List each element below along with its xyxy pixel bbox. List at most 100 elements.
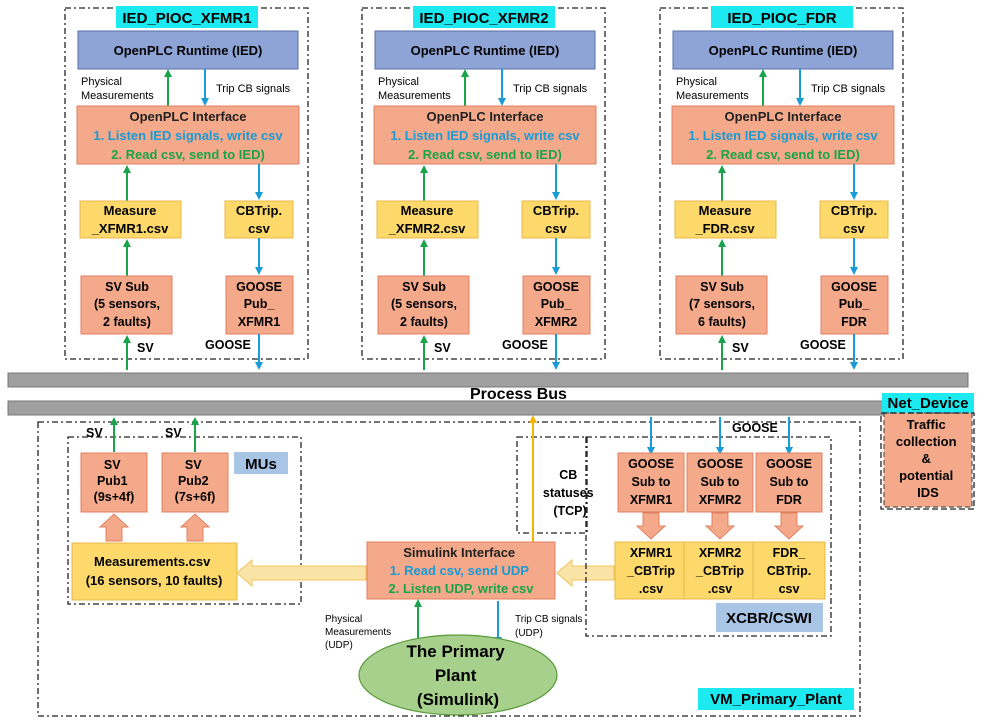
net-line-1: collection — [896, 434, 957, 449]
measure-line-1: _XFMR1.csv — [91, 221, 169, 236]
gsub-line-1: Sub to — [701, 475, 740, 489]
pub1-line-1: Pub1 — [97, 474, 128, 488]
vm-tag: VM_Primary_Plant — [710, 691, 842, 708]
svsub-line-1: (5 sensors, — [94, 297, 160, 311]
svsub-line-0: SV Sub — [700, 280, 744, 294]
runtime-label: OpenPLC Runtime (IED) — [411, 43, 560, 58]
goosepub-line-0: GOOSE — [831, 280, 877, 294]
gsub-line-2: XFMR2 — [699, 493, 741, 507]
interface-line-1: 1. Listen IED signals, write csv — [93, 128, 283, 143]
cbtrip-line-0: CBTrip. — [831, 203, 877, 218]
goosepub-line-1: Pub_ — [541, 297, 573, 311]
measurements-line-1: (16 sensors, 10 faults) — [86, 573, 223, 588]
sv-label: SV — [434, 341, 451, 355]
svg-text:Measure_XFMR1.csv: Measure_XFMR1.csv — [91, 203, 169, 236]
sv-sub-box — [377, 275, 470, 335]
measure-csv-box — [376, 200, 479, 239]
net-line-0: Traffic — [907, 417, 946, 432]
plant-line-2: (Simulink) — [417, 690, 499, 709]
primary-plant: The Primary Plant (Simulink) — [358, 634, 558, 716]
svg-text:FDR_CBTrip.csv: FDR_CBTrip.csv — [767, 546, 811, 596]
cbtrip2-line-2: .csv — [708, 582, 732, 596]
net-device: Net_Device Traffic collection & potentia… — [880, 393, 975, 510]
interface-box — [373, 105, 597, 165]
down-block-arrow — [773, 512, 805, 540]
cbtrip-line-0: CBTrip. — [236, 203, 282, 218]
goose-label: GOOSE — [205, 338, 251, 352]
goose-label: GOOSE — [502, 338, 548, 352]
net-line-3: potential — [899, 468, 953, 483]
interface-line-2: 2. Read csv, send to IED) — [706, 147, 860, 162]
phys-label-1: Measurements — [676, 90, 749, 102]
simulink-line-1: 1. Read csv, send UDP — [390, 563, 530, 578]
phys-label-0: Physical — [676, 76, 717, 88]
runtime-box — [374, 30, 596, 70]
svg-text:SV Sub(7 sensors,6 faults): SV Sub(7 sensors,6 faults) — [689, 280, 755, 329]
phys-label-1: Measurements — [378, 90, 451, 102]
goose-sub-box — [617, 452, 685, 513]
svg-text:CB statuses (TCP): CB statuses (TCP) — [543, 468, 597, 518]
simulink-line-2: 2. Listen UDP, write csv — [389, 581, 535, 596]
svsub-line-1: (7 sensors, — [689, 297, 755, 311]
goose-label: GOOSE — [800, 338, 846, 352]
sim-trip-1: (UDP) — [515, 628, 543, 639]
xcbr-tag: XCBR/CSWI — [726, 610, 812, 627]
gsub-line-1: Sub to — [632, 475, 671, 489]
measure-line-0: Measure — [401, 203, 454, 218]
gsub-line-0: GOOSE — [766, 457, 812, 471]
cbtrip2-line-1: _CBTrip — [626, 564, 675, 578]
trip-label: Trip CB signals — [811, 83, 886, 95]
svsub-line-0: SV Sub — [402, 280, 446, 294]
goose-sub-label: GOOSE — [732, 421, 778, 435]
runtime-box — [77, 30, 299, 70]
ied-tag-bg — [116, 6, 258, 28]
cbtrip2-line-0: FDR_ — [773, 546, 807, 560]
svg-text:CBTrip.csv: CBTrip.csv — [831, 203, 877, 236]
svg-text:Measure_XFMR2.csv: Measure_XFMR2.csv — [388, 203, 466, 236]
gsub-line-2: FDR — [776, 493, 802, 507]
interface-box — [76, 105, 300, 165]
runtime-box — [672, 30, 894, 70]
net-line-2: & — [921, 451, 930, 466]
goosepub-line-2: XFMR2 — [535, 315, 577, 329]
plant-line-0: The Primary — [407, 642, 506, 661]
runtime-label: OpenPLC Runtime (IED) — [114, 43, 263, 58]
svsub-line-1: (5 sensors, — [391, 297, 457, 311]
goose-sub-box — [755, 452, 823, 513]
cb-status-group: CB statuses (TCP) — [516, 415, 597, 542]
svg-text:CBTrip.csv: CBTrip. csv — [236, 203, 282, 236]
goosepub-line-2: XFMR1 — [238, 315, 280, 329]
goosepub-line-1: Pub_ — [839, 297, 871, 311]
interface-title: OpenPLC Interface — [724, 109, 841, 124]
mu-sv-label-0: SV — [86, 426, 103, 440]
simulink-title: Simulink Interface — [403, 545, 515, 560]
svg-text:SV Pub2 (7s+6f): SV Pub2 (7s+6f) — [175, 458, 216, 504]
interface-line-2: 2. Read csv, send to IED) — [111, 147, 265, 162]
measure-line-0: Measure — [699, 203, 752, 218]
ied-tag-bg — [711, 6, 853, 28]
gsub-line-0: GOOSE — [697, 457, 743, 471]
measurements-line-0: Measurements.csv — [94, 554, 211, 569]
cbtrip-line-1: csv — [248, 221, 270, 236]
svg-text:XFMR2_CBTrip.csv: XFMR2_CBTrip.csv — [695, 546, 744, 596]
svsub-line-2: 2 faults) — [103, 315, 151, 329]
cbtrip2-line-2: csv — [779, 582, 800, 596]
sv-sub-box — [675, 275, 768, 335]
svg-text:SV Sub(5 sensors,2 faults): SV Sub(5 sensors,2 faults) — [94, 280, 160, 329]
svg-text:Physical Measurements: Physical Measurements (UDP) — [325, 614, 394, 651]
interface-title: OpenPLC Interface — [426, 109, 543, 124]
svg-text:SV Sub(5 sensors,2 faults): SV Sub(5 sensors,2 faults) — [391, 280, 457, 329]
